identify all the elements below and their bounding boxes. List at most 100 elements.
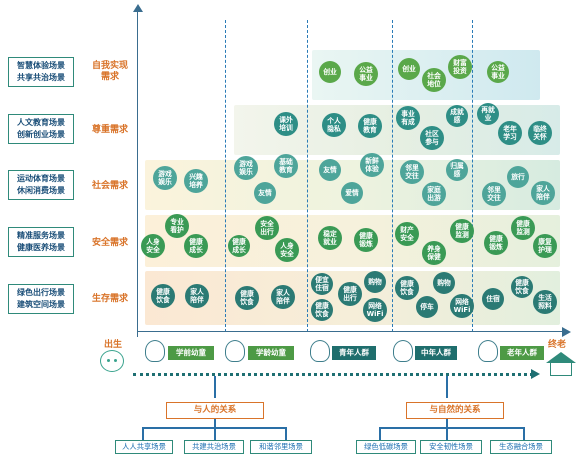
need-bubble: 友情 — [254, 182, 276, 204]
need-bubble: 健康 饮食 — [311, 299, 333, 321]
need-bubble: 人身 安全 — [275, 238, 299, 262]
need-bubble: 健康 锻炼 — [354, 228, 378, 252]
need-bubble: 家人 陪伴 — [531, 181, 555, 205]
relation-nature: 与自然的关系 — [406, 402, 504, 419]
divider-3 — [392, 20, 393, 332]
need-label-1: 自我实现 需求 — [91, 61, 128, 82]
need-label-4: 安全需求 — [91, 238, 128, 248]
stage-elderly: 老年人群 — [500, 346, 544, 360]
need-bubble: 旅行 — [507, 166, 529, 188]
baby-icon — [100, 350, 124, 372]
need-bubble: 事业 有成 — [396, 106, 420, 130]
need-bubble: 健康 成长 — [228, 235, 250, 257]
need-bubble: 购物 — [433, 272, 455, 294]
stage-icon-middle — [393, 340, 413, 362]
stage-preschool: 学前幼童 — [168, 346, 214, 360]
need-bubble: 新鲜 体验 — [360, 153, 384, 177]
row-scenes-4: 精准服务场景 健康医养场景 — [8, 227, 74, 257]
need-bubble: 兴趣 培养 — [184, 169, 208, 193]
need-bubble: 创业 — [319, 61, 341, 83]
need-bubble: 再就业 — [477, 103, 499, 125]
need-bubble: 网络 WiFi — [363, 298, 387, 322]
tree-leg — [214, 427, 216, 440]
tree-leg — [285, 427, 287, 440]
row-scenes-text: 人文教育场景 创新创业场景 — [17, 118, 65, 139]
stage-icon-youth — [310, 340, 330, 362]
need-bubble: 财产 安全 — [395, 222, 419, 246]
need-bubble: 人身 安全 — [141, 234, 165, 258]
need-bubble: 稳定 就业 — [318, 226, 342, 250]
tree-leg — [523, 427, 525, 440]
row-scenes-text: 绿色出行场景 建筑空间场景 — [17, 288, 65, 309]
need-bubble: 专业 看护 — [165, 214, 189, 238]
house-body — [550, 363, 572, 376]
need-bubble: 健康 出行 — [338, 282, 362, 306]
tree-branch-people — [214, 419, 216, 427]
row-scenes-text: 智慧体验场景 共享共治场景 — [17, 61, 65, 82]
need-bubble: 健康 监测 — [511, 216, 535, 240]
birth-label: 出生 — [104, 340, 123, 350]
need-bubble: 爱情 — [341, 182, 363, 204]
need-bubble: 个人 隐私 — [322, 113, 346, 137]
need-bubble: 家人 陪伴 — [185, 284, 209, 308]
divider-1 — [225, 20, 226, 332]
need-bubble: 公益 事业 — [354, 62, 378, 86]
need-bubble: 游戏 娱乐 — [234, 156, 258, 180]
y-axis — [137, 10, 138, 337]
end-label: 终老 — [548, 340, 567, 350]
divider-4 — [472, 20, 473, 332]
stage-icon-elder — [478, 340, 498, 362]
stage-school-age: 学龄幼童 — [248, 346, 294, 360]
need-bubble: 健康 饮食 — [151, 284, 175, 308]
row-scenes-text: 精准服务场景 健康医养场景 — [17, 231, 65, 252]
x-axis — [137, 331, 564, 332]
need-bubble: 家人 陪伴 — [271, 285, 295, 309]
need-bubble: 健康 饮食 — [395, 276, 419, 300]
need-bubble: 健康 监测 — [450, 219, 474, 243]
tree-stem-people — [214, 376, 216, 398]
need-bubble: 便宜 住宿 — [311, 273, 333, 295]
need-bubble: 临终 关怀 — [528, 121, 552, 145]
need-bubble: 老年 学习 — [498, 121, 522, 145]
stage-youth: 青年人群 — [332, 346, 376, 360]
need-label-3: 社会需求 — [91, 181, 128, 191]
need-bubble: 归属感 — [446, 159, 468, 181]
tree-stem-nature — [446, 376, 448, 398]
row-scenes-5: 绿色出行场景 建筑空间场景 — [8, 284, 74, 314]
need-bubble: 住宿 — [482, 288, 504, 310]
need-bubble: 养身 保健 — [422, 241, 446, 265]
need-bubble: 创业 — [398, 58, 420, 80]
need-bubble: 健康 饮食 — [235, 286, 259, 310]
row-scenes-1: 智慧体验场景 共享共治场景 — [8, 57, 74, 87]
need-bubble: 课外 培训 — [274, 112, 298, 136]
need-bubble: 网络 WiFi — [450, 294, 474, 318]
need-bubble: 游戏 娱乐 — [153, 166, 177, 190]
life-timeline-arrow — [531, 369, 540, 379]
need-bubble: 健康 锻炼 — [484, 231, 508, 255]
life-timeline — [133, 373, 533, 376]
need-bubble: 邻里 交往 — [400, 160, 424, 184]
scene-shared: 人人共享场景 — [115, 440, 173, 454]
scene-neighborhood: 和谐邻里场景 — [250, 440, 312, 454]
need-bubble: 家庭 出游 — [422, 182, 446, 206]
y-axis-arrow — [133, 4, 143, 12]
x-axis-arrow — [562, 327, 571, 337]
need-bubble: 生活 照料 — [533, 290, 557, 314]
need-bubble: 停车 — [416, 296, 438, 318]
baby-icon-face — [107, 359, 110, 362]
need-bubble: 健康 成长 — [184, 234, 208, 258]
tree-leg — [142, 427, 144, 440]
relation-people: 与人的关系 — [166, 402, 264, 419]
tree-branch-nature — [446, 419, 448, 427]
need-bubble: 友情 — [319, 159, 341, 181]
tree-bar-nature — [379, 427, 524, 429]
need-bubble: 社会 地位 — [422, 68, 446, 92]
row-scenes-3: 运动体育场景 休闲消费场景 — [8, 170, 74, 200]
divider-2 — [307, 20, 308, 332]
scene-low-carbon: 绿色低碳场景 — [356, 440, 416, 454]
baby-icon-face — [114, 359, 117, 362]
need-bubble: 基础 教育 — [274, 154, 298, 178]
house-icon — [546, 352, 576, 378]
scene-ecology: 生态融合场景 — [490, 440, 552, 454]
